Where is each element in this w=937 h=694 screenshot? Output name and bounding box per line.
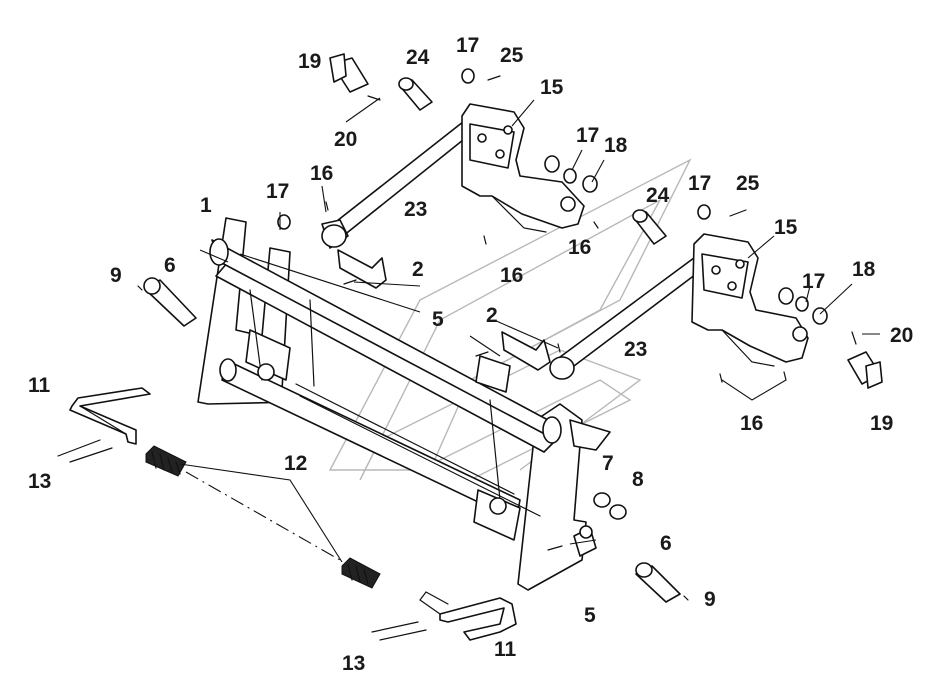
callout-12: 12 [284, 452, 307, 475]
callout-23: 23 [624, 338, 647, 361]
callout-24: 24 [406, 46, 430, 69]
callout-20: 20 [334, 128, 357, 151]
bushing-upper-17 [461, 68, 475, 84]
washer-set-lower [778, 287, 828, 325]
callout-17: 17 [456, 34, 479, 57]
callout-7: 7 [602, 452, 614, 475]
callout-5: 5 [584, 604, 596, 627]
callout-18: 18 [604, 134, 628, 157]
handle-left [69, 387, 151, 445]
arm-tube-lower [549, 251, 713, 380]
bushing-left-17 [277, 214, 291, 230]
pin-24-lower [632, 209, 667, 245]
callout-24: 24 [646, 184, 670, 207]
callout-17: 17 [802, 270, 825, 293]
callout-20: 20 [890, 324, 913, 347]
spring-left [145, 445, 187, 477]
callout-6: 6 [164, 254, 176, 277]
spring-pins [137, 75, 857, 601]
callout-13: 13 [342, 652, 365, 675]
pin-2-upper [337, 249, 387, 289]
callout-8: 8 [632, 468, 644, 491]
callout-16: 16 [500, 264, 523, 287]
callout-16: 16 [310, 162, 333, 185]
washer-set-upper [544, 155, 598, 193]
callout-6: 6 [660, 532, 672, 555]
callout-1: 1 [200, 194, 212, 217]
callout-13: 13 [28, 470, 51, 493]
callout-9: 9 [704, 588, 716, 611]
bracket-plate-upper [461, 103, 585, 233]
set-screws-right [371, 621, 427, 641]
callout-15: 15 [774, 216, 798, 239]
callout-15: 15 [540, 76, 564, 99]
callout-5: 5 [432, 308, 444, 331]
pin-24-upper [398, 77, 433, 111]
spring-right [341, 557, 381, 589]
callout-9: 9 [110, 264, 122, 287]
pin-19-upper [329, 53, 369, 93]
arm-tube-upper [321, 117, 479, 249]
pin-19-lower [847, 351, 883, 389]
handle-right [419, 591, 517, 641]
callout-2: 2 [486, 304, 498, 327]
leader-lines [179, 97, 880, 563]
callout-11: 11 [28, 374, 51, 397]
callout-19: 19 [870, 412, 893, 435]
main-frame [197, 217, 611, 591]
callout-17: 17 [576, 124, 599, 147]
callout-25: 25 [500, 44, 524, 67]
callout-23: 23 [404, 198, 427, 221]
callout-19: 19 [298, 50, 321, 73]
callout-labels: 1 2 2 5 5 6 6 7 8 9 9 11 11 12 13 13 15 … [28, 34, 913, 675]
callout-17: 17 [688, 172, 711, 195]
pin-6-left [143, 277, 197, 327]
bracket-plate-lower [691, 233, 809, 367]
callout-16: 16 [568, 236, 591, 259]
callout-18: 18 [852, 258, 876, 281]
washer-set-front [593, 492, 627, 520]
callout-2: 2 [412, 258, 424, 281]
callout-17: 17 [266, 180, 289, 203]
set-screws-left [57, 439, 113, 463]
pin-6-right [635, 562, 681, 603]
callout-16: 16 [740, 412, 763, 435]
callout-25: 25 [736, 172, 760, 195]
callout-11: 11 [494, 638, 517, 661]
pin-2-lower [501, 331, 551, 371]
bushing-right-17 [697, 204, 711, 220]
